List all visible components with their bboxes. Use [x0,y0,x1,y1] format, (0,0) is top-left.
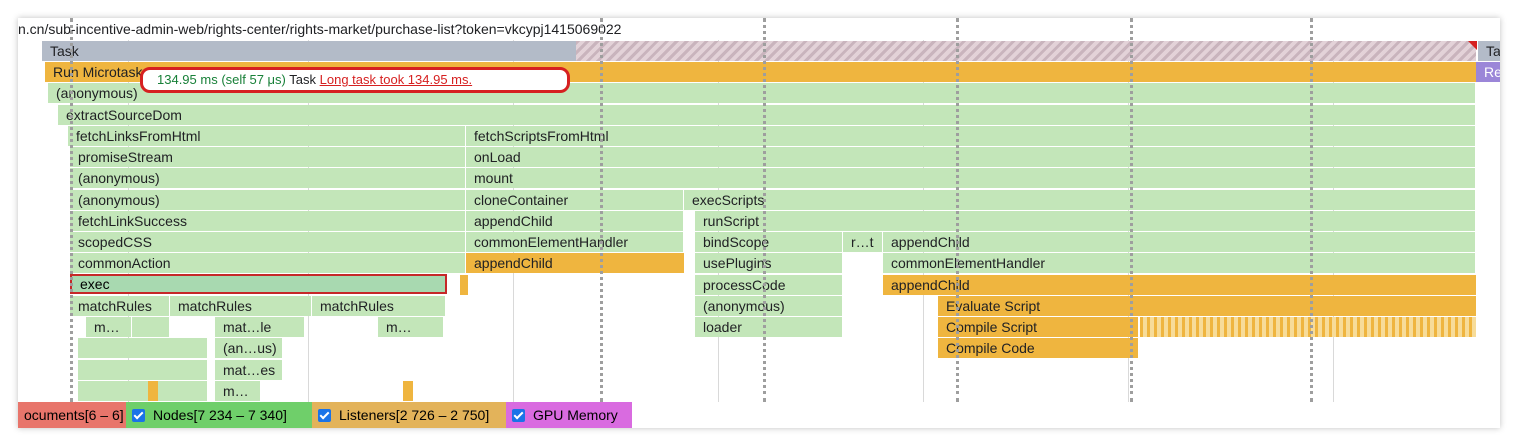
flame-bar[interactable]: runScript [695,211,1476,231]
legend-label: Nodes[7 234 – 7 340] [153,407,287,423]
flame-bar[interactable]: mat…es [215,360,283,380]
flame-bar[interactable]: appendChild [883,232,1476,252]
marker-line [600,18,603,402]
flame-bar [78,338,208,358]
flame-bar[interactable]: (anonymous) [70,168,466,188]
flame-bar[interactable]: cloneContainer [466,190,684,210]
legend-gpu-memory[interactable]: GPU Memory [506,402,632,428]
extract-source-dom-bar[interactable]: extractSourceDom [58,105,1476,125]
legend-nodes[interactable]: Nodes[7 234 – 7 340] [126,402,312,428]
flame-bar[interactable]: processCode [695,275,843,295]
match-rules-bar[interactable]: matchRules [170,296,312,316]
flame-bar[interactable]: appendChild [883,275,1476,295]
flame-bar[interactable]: mat…le [215,317,305,337]
flame-bar[interactable]: fetchLinkSuccess [70,211,466,231]
flame-bar[interactable]: commonElementHandler [466,232,684,252]
right-purple-bar[interactable]: Re [1476,62,1500,82]
flame-tick [148,381,158,401]
checkbox-icon[interactable] [318,408,331,422]
flame-bar[interactable]: appendChild [466,211,684,231]
flame-bar[interactable]: fetchLinksFromHtml [68,126,466,146]
flame-bar[interactable]: appendChild [466,253,684,273]
flame-bar[interactable]: (anonymous) [70,190,466,210]
flame-bar[interactable]: execScripts [684,190,1476,210]
marker-line [70,18,73,402]
flame-bar[interactable]: r…t [843,232,883,252]
checkbox-icon[interactable] [512,408,525,422]
flame-tick [403,381,413,401]
exec-bar-highlighted[interactable]: exec [70,274,447,294]
match-rules-bar[interactable]: matchRules [70,296,170,316]
flame-bar [78,381,208,401]
tooltip-warning-link[interactable]: Long task took 134.95 ms. [319,72,473,87]
flame-bar[interactable]: bindScope [695,232,843,252]
match-rules-bar[interactable]: matchRules [312,296,446,316]
checkbox-icon[interactable] [132,408,145,422]
task-bar[interactable]: Task [42,41,576,61]
page-url: n.cn/sub-incentive-admin-web/rights-cent… [18,21,622,37]
flame-bar[interactable]: loader [695,317,843,337]
flame-bar[interactable]: mount [466,168,1476,188]
performance-panel: n.cn/sub-incentive-admin-web/rights-cent… [18,18,1500,428]
flame-bar[interactable]: Compile Code [938,338,1138,358]
legend-label: GPU Memory [533,407,618,423]
flame-bar[interactable]: scopedCSS [70,232,466,252]
long-task-hatch [576,41,1476,61]
flame-bar[interactable]: onLoad [466,147,1476,167]
flame-bar [132,317,170,337]
flame-bar[interactable]: commonElementHandler [883,253,1476,273]
marker-line [956,18,959,402]
flame-bar[interactable]: promiseStream [70,147,466,167]
flame-bar[interactable]: m… [378,317,444,337]
flame-bar[interactable]: m… [86,317,132,337]
flame-bar[interactable]: (an…us) [215,338,283,358]
tooltip-time: 134.95 ms (self 57 μs) [157,72,286,87]
legend-label: Listeners[2 726 – 2 750] [339,407,490,423]
flame-bar[interactable]: fetchScriptsFromHtml [466,126,1476,146]
flame-bar[interactable]: usePlugins [695,253,843,273]
task-bar-right[interactable]: Ta [1478,41,1500,61]
compile-script-ticks [1140,317,1476,337]
legend-label: ocuments[6 – 6] [24,407,124,423]
flame-tick [460,275,468,295]
marker-line [763,18,766,402]
flame-bar[interactable]: (anonymous) [695,296,843,316]
flame-bar[interactable]: m… [215,381,261,401]
legend-listeners[interactable]: Listeners[2 726 – 2 750] [312,402,506,428]
flame-bar[interactable]: Evaluate Script [938,296,1476,316]
memory-legend: ocuments[6 – 6] Nodes[7 234 – 7 340] Lis… [18,402,632,428]
flame-bar [78,360,208,380]
legend-documents[interactable]: ocuments[6 – 6] [18,402,126,428]
flame-bar[interactable]: commonAction [70,253,466,273]
marker-line [1310,18,1313,402]
long-task-marker-icon [1468,41,1477,50]
flame-bar[interactable]: Compile Script [938,317,1138,337]
tooltip-name: Task [289,72,317,87]
marker-line [1130,18,1133,402]
task-tooltip: 134.95 ms (self 57 μs) Task Long task to… [140,67,570,93]
